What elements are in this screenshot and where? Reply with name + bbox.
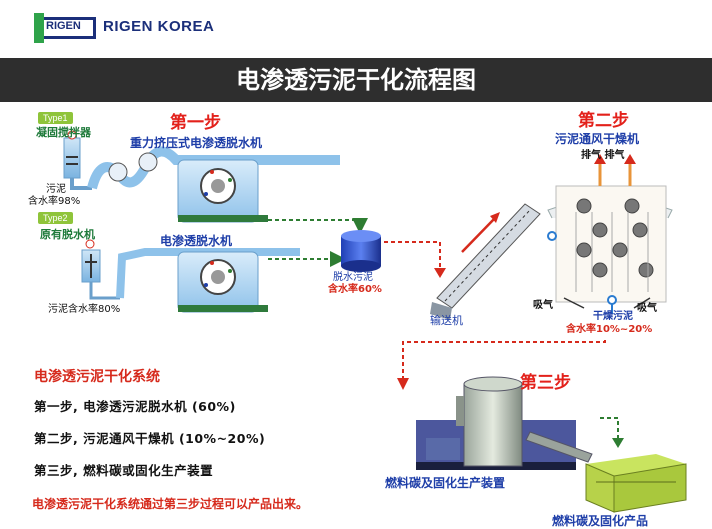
- brand-name: RIGEN KOREA: [103, 18, 215, 35]
- type2-tag: Type2: [38, 212, 73, 224]
- type2-name: 原有脱水机: [40, 228, 95, 241]
- gravity-press-machine: [87, 146, 340, 223]
- type1-sludge: 污泥: [46, 184, 66, 195]
- title-banner: [0, 58, 712, 102]
- arrow-head: [612, 438, 624, 448]
- exhaust-label: 排气 排气: [581, 150, 625, 161]
- step3-label: 第三步: [520, 373, 571, 393]
- product-bin: [585, 454, 687, 513]
- page-title: 电渗透污泥干化流程图: [236, 66, 476, 94]
- rigen-logo: [34, 13, 96, 43]
- system-title: 电渗透污泥干化系统: [34, 369, 160, 385]
- system-line-3: 第三步, 燃料碳或固化生产装置: [34, 463, 214, 478]
- flow-arrow: [402, 340, 606, 378]
- product-label: 燃料碳及固化产品: [552, 514, 649, 528]
- type2-sludge: 污泥含水率80%: [48, 304, 121, 315]
- conveyor-label: 输送机: [430, 314, 463, 327]
- flow-arrow: [600, 417, 619, 440]
- ventilation-dryer: [547, 154, 673, 314]
- flow-arrow: [384, 241, 441, 270]
- dried-sludge-label: 干燥污泥: [593, 311, 633, 322]
- step2-label: 第二步: [578, 111, 629, 131]
- type1-name: 凝固搅拌器: [36, 126, 91, 139]
- system-note: 电渗透污泥干化系统通过第三步过程可以产品出来。: [32, 497, 309, 511]
- arrow-head: [397, 378, 409, 390]
- dried-water-label: 含水率10%~20%: [566, 324, 653, 335]
- process-diagram: [63, 130, 687, 513]
- dewatered-sludge-tank: [341, 230, 381, 272]
- tank-label: 脱水污泥: [333, 272, 373, 283]
- dryer-label: 污泥通风干燥机: [555, 132, 640, 146]
- type1-tag: Type1: [38, 112, 73, 124]
- device-label: 燃料碳及固化生产装置: [385, 476, 506, 490]
- type1-water: 含水率98%: [28, 196, 81, 207]
- logo-text: RIGEN: [46, 20, 81, 32]
- type2-dewatering-machine: [81, 239, 300, 313]
- step1-label: 第一步: [170, 113, 221, 133]
- eo-machine-label: 电渗透脱水机: [160, 234, 233, 248]
- fuel-carbon-machine: [416, 376, 593, 470]
- type1-mixer: [63, 130, 92, 190]
- flow-arrow: [268, 218, 368, 234]
- intake-right-label: 吸气: [637, 303, 657, 314]
- system-line-2: 第二步, 污泥通风干燥机 (10%~20%): [34, 431, 266, 446]
- tank-water: 含水率60%: [328, 284, 382, 295]
- conveyor: [430, 203, 541, 320]
- system-line-1: 第一步, 电渗透污泥脱水机 (60%): [34, 399, 236, 414]
- press-machine-label: 重力挤压式电渗透脱水机: [130, 136, 263, 150]
- arrow-head: [434, 268, 446, 278]
- intake-left-label: 吸气: [533, 300, 553, 311]
